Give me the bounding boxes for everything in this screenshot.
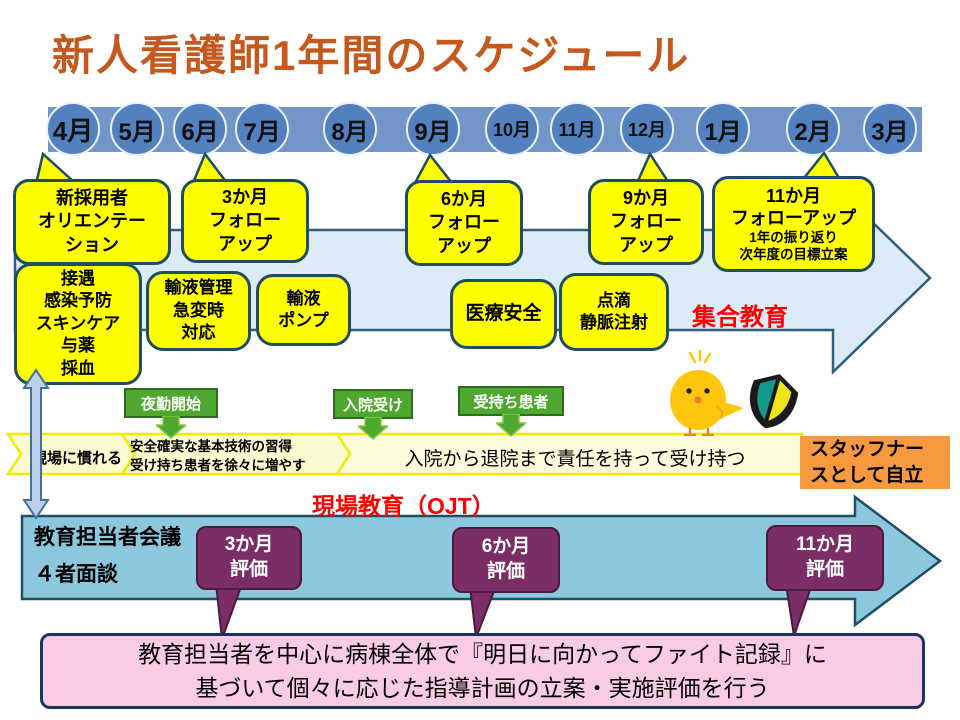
topic-infusion-pump: 輸液 ポンプ [256,274,351,346]
milestone-night-shift: 夜勤開始 [124,388,218,418]
month-circle-jan: 1月 [696,102,750,156]
topic-label: 接遇 感染予防 スキンケア 与薬 採血 [35,268,121,378]
month-circle-may: 5月 [110,102,164,156]
chick-icon [670,350,744,436]
month-circle-nov: 11月 [550,102,604,156]
evaluation-11month: 11か月 評価 [766,525,884,591]
down-arrow-icon [156,416,186,439]
month-label: 11月 [558,120,596,140]
month-circle-jun: 6月 [173,102,227,156]
callout-9month-followup: 9か月 フォロー アップ [588,179,704,265]
month-circle-jul: 7月 [235,102,289,156]
down-arrow-icon [496,414,526,437]
topic-label: 輸液管理 急変時 対応 [164,278,233,343]
topic-iv-injection: 点滴 静脈注射 [559,273,669,351]
beginner-mark-icon [750,374,799,429]
phase-banner [5,432,804,476]
month-circle-mar: 3月 [863,102,917,156]
topic-basic-skills: 接遇 感染予防 スキンケア 与薬 採血 [14,263,142,385]
bubble-tail [784,584,814,637]
vertical-double-arrow [22,368,50,520]
month-circle-feb: 2月 [786,102,840,156]
ojt-item-interview: ４者面談 [34,563,118,586]
month-label: 5月 [118,118,156,146]
topic-infusion-management: 輸液管理 急変時 対応 [146,271,251,351]
month-label: 6月 [181,118,219,146]
bubble-tail [214,584,244,640]
ojt-item-meeting: 教育担当者会議 [34,526,181,549]
phase-segment-3: 入院から退院まで責任を持って受け持つ [404,449,746,470]
month-label: 1月 [704,118,742,146]
month-label: 3月 [871,118,909,146]
ojt-label: 現場教育（OJT） [312,493,495,519]
callout-sublabel: 1年の振り返り 次年度の目標立案 [739,229,848,262]
callout-orientation: 新採用者 オリエンテー ション [13,179,171,265]
callout-label: 11か月 フォローアップ [730,185,857,229]
month-circle-apr: 4月 [46,102,100,156]
phase-segment-1: 現場に慣れる [32,450,123,467]
bottom-note: 教育担当者を中心に病棟全体で『明日に向かってファイト記録』に 基づいて個々に応じ… [40,633,925,709]
callout-label: 6か月 フォロー アップ [428,188,500,256]
month-label: 7月 [243,118,281,146]
month-circle-sep: 9月 [406,102,460,156]
month-label: 4月 [52,115,94,146]
topic-medical-safety: 医療安全 [450,279,557,349]
topic-label: 点滴 静脈注射 [580,290,648,332]
month-circle-dec: 12月 [620,102,674,156]
month-label: 2月 [794,118,832,146]
topic-label: 医療安全 [465,303,542,325]
page-title: 新人看護師1年間のスケジュール [52,32,691,79]
callout-11month-followup: 11か月 フォローアップ 1年の振り返り 次年度の目標立案 [712,176,875,272]
callout-3month-followup: 3か月 フォロー アップ [181,179,309,263]
group-training-label: 集合教育 [692,304,788,331]
month-label: 9月 [414,118,452,146]
callout-6month-followup: 6か月 フォロー アップ [405,180,523,266]
month-label: 10月 [492,120,532,140]
topic-label: 輸液 ポンプ [278,288,329,330]
phase-segment-2: 安全確実な基本技術の習得 受け持ち患者を徐々に増やす [130,439,306,473]
month-label: 8月 [331,118,369,146]
milestone-label: 受持ち患者 [473,393,549,411]
bubble-tail [468,586,498,639]
month-circle-oct: 10月 [485,102,539,156]
callout-label: 9か月 フォロー アップ [610,187,682,255]
down-arrow-icon [358,417,388,440]
callout-label: 3か月 フォロー アップ [209,186,281,254]
month-label: 12月 [627,120,667,140]
evaluation-6month: 6か月 評価 [452,527,560,593]
callout-label: 新採用者 オリエンテー ション [38,187,146,255]
milestone-label: 入院受け [342,396,403,414]
milestone-assigned-patients: 受持ち患者 [458,386,564,416]
month-circle-aug: 8月 [323,102,377,156]
milestone-admission: 入院受け [333,389,413,419]
milestone-label: 夜勤開始 [140,395,201,413]
evaluation-3month: 3か月 評価 [196,526,302,590]
independence-box: スタッフナー スとして自立 [800,436,950,489]
